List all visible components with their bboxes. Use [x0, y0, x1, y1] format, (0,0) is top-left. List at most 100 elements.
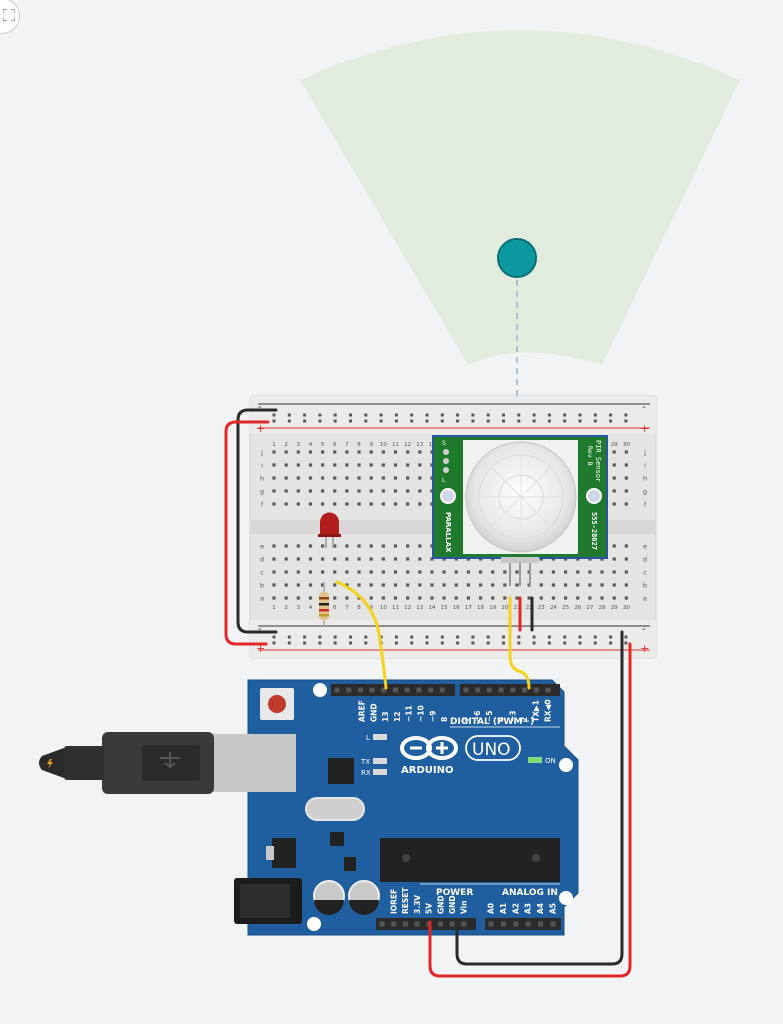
breadboard-hole[interactable]: [503, 583, 507, 587]
breadboard-hole[interactable]: [406, 502, 410, 506]
breadboard-hole[interactable]: [345, 557, 349, 561]
rail-hole[interactable]: [563, 635, 567, 639]
breadboard-hole[interactable]: [345, 596, 349, 600]
breadboard-hole[interactable]: [369, 544, 373, 548]
rail-hole[interactable]: [272, 413, 276, 417]
rail-hole[interactable]: [547, 641, 551, 645]
breadboard-hole[interactable]: [308, 489, 313, 493]
header-socket[interactable]: [513, 921, 519, 927]
breadboard-hole[interactable]: [612, 570, 616, 574]
breadboard-hole[interactable]: [345, 583, 349, 587]
breadboard-hole[interactable]: [296, 476, 300, 480]
breadboard-hole[interactable]: [430, 463, 434, 467]
breadboard-hole[interactable]: [345, 544, 349, 548]
breadboard-hole[interactable]: [539, 583, 543, 587]
rail-hole[interactable]: [609, 635, 613, 639]
rail-hole[interactable]: [287, 413, 291, 417]
wire-black-gnd[interactable]: [455, 630, 624, 966]
breadboard-hole[interactable]: [381, 557, 385, 561]
header-socket[interactable]: [428, 687, 434, 693]
rail-hole[interactable]: [471, 413, 475, 417]
breadboard-hole[interactable]: [624, 450, 628, 454]
breadboard-hole[interactable]: [418, 463, 422, 467]
breadboard-hole[interactable]: [321, 544, 325, 548]
breadboard-hole[interactable]: [466, 570, 470, 574]
breadboard-hole[interactable]: [442, 583, 446, 587]
rail-hole[interactable]: [578, 635, 582, 639]
breadboard-hole[interactable]: [284, 489, 288, 493]
breadboard-hole[interactable]: [478, 570, 483, 574]
breadboard-hole[interactable]: [369, 583, 373, 587]
header-socket[interactable]: [449, 921, 455, 927]
header-socket[interactable]: [525, 921, 531, 927]
rail-hole[interactable]: [272, 641, 276, 645]
breadboard-hole[interactable]: [369, 570, 373, 574]
rail-hole[interactable]: [333, 641, 337, 645]
breadboard-hole[interactable]: [478, 583, 483, 587]
breadboard-hole[interactable]: [551, 570, 556, 574]
rail-hole[interactable]: [471, 635, 475, 639]
breadboard-hole[interactable]: [564, 583, 568, 587]
rail-hole[interactable]: [394, 419, 398, 423]
breadboard-hole[interactable]: [321, 502, 325, 506]
rail-hole[interactable]: [303, 641, 307, 645]
header-socket[interactable]: [498, 687, 504, 693]
rail-hole[interactable]: [440, 413, 444, 417]
rail-hole[interactable]: [364, 641, 368, 645]
breadboard-hole[interactable]: [284, 463, 288, 467]
rail-hole[interactable]: [287, 419, 291, 423]
breadboard-hole[interactable]: [321, 450, 325, 454]
breadboard-hole[interactable]: [600, 570, 604, 574]
breadboard-hole[interactable]: [503, 570, 507, 574]
rail-hole[interactable]: [333, 413, 337, 417]
breadboard-hole[interactable]: [308, 450, 313, 454]
breadboard-hole[interactable]: [272, 476, 276, 480]
breadboard-hole[interactable]: [478, 596, 483, 600]
breadboard-hole[interactable]: [454, 583, 458, 587]
header-socket[interactable]: [522, 687, 527, 693]
breadboard-hole[interactable]: [624, 463, 628, 467]
rail-hole[interactable]: [578, 641, 582, 645]
breadboard-hole[interactable]: [406, 557, 410, 561]
rail-hole[interactable]: [333, 419, 337, 423]
breadboard-hole[interactable]: [381, 502, 385, 506]
breadboard-hole[interactable]: [576, 596, 580, 600]
breadboard-hole[interactable]: [612, 463, 616, 467]
header-socket[interactable]: [416, 687, 422, 693]
wire-yellow-led-to-pin13[interactable]: [335, 580, 388, 690]
rail-hole[interactable]: [379, 413, 383, 417]
breadboard-hole[interactable]: [527, 596, 531, 600]
rail-hole[interactable]: [349, 419, 352, 423]
resistor[interactable]: [319, 582, 329, 626]
breadboard-hole[interactable]: [345, 570, 349, 574]
breadboard-hole[interactable]: [296, 583, 300, 587]
rail-hole[interactable]: [609, 419, 613, 423]
breadboard-hole[interactable]: [321, 570, 325, 574]
breadboard-hole[interactable]: [551, 596, 556, 600]
breadboard-hole[interactable]: [345, 463, 349, 467]
breadboard-hole[interactable]: [564, 596, 568, 600]
breadboard-hole[interactable]: [418, 596, 422, 600]
breadboard-hole[interactable]: [308, 463, 313, 467]
rail-hole[interactable]: [609, 641, 613, 645]
breadboard-hole[interactable]: [308, 596, 313, 600]
rail-hole[interactable]: [349, 413, 352, 417]
breadboard-hole[interactable]: [600, 596, 604, 600]
breadboard-hole[interactable]: [612, 557, 616, 561]
breadboard-hole[interactable]: [406, 596, 410, 600]
breadboard-hole[interactable]: [357, 557, 361, 561]
breadboard-hole[interactable]: [296, 544, 300, 548]
breadboard-hole[interactable]: [406, 489, 410, 493]
breadboard-hole[interactable]: [454, 570, 458, 574]
breadboard-hole[interactable]: [393, 502, 398, 506]
rail-hole[interactable]: [502, 413, 505, 417]
rail-hole[interactable]: [394, 635, 398, 639]
breadboard-hole[interactable]: [369, 489, 373, 493]
breadboard-hole[interactable]: [515, 596, 519, 600]
rail-hole[interactable]: [532, 635, 536, 639]
header-socket[interactable]: [381, 687, 387, 693]
breadboard-hole[interactable]: [624, 476, 628, 480]
breadboard-hole[interactable]: [430, 544, 434, 548]
breadboard-hole[interactable]: [357, 450, 361, 454]
